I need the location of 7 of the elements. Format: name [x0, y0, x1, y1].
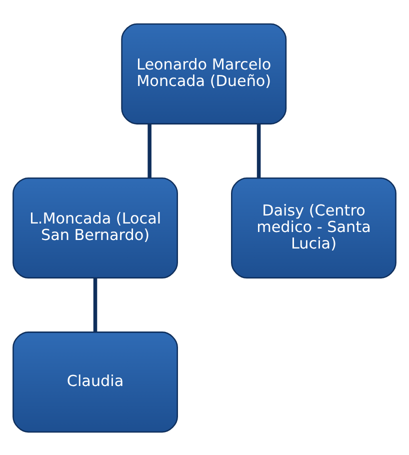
connector [93, 278, 98, 332]
connector [148, 123, 152, 178]
node-box: Daisy (Centro medico - Santa Lucia) [231, 176, 396, 278]
connector [256, 123, 261, 178]
node-box: Leonardo Marcelo Moncada (Dueño) [121, 22, 287, 124]
node-box: Claudia [12, 331, 178, 432]
node-box: L.Moncada (Local San Bernardo) [12, 176, 178, 278]
